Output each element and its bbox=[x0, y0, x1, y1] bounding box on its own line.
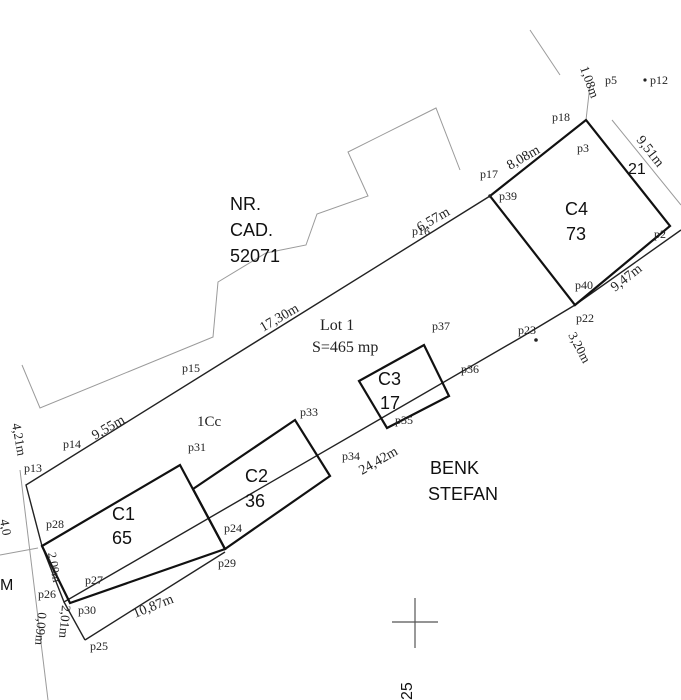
road-axis-line-2 bbox=[611, 119, 681, 206]
building-c4-id: C4 bbox=[565, 199, 588, 219]
lot-category: 1Cc bbox=[197, 414, 222, 430]
building-c4-partial: 21 bbox=[628, 161, 646, 178]
road-axis-line bbox=[529, 29, 561, 76]
marker-p12 bbox=[643, 78, 647, 82]
point-p16: p16 bbox=[412, 224, 430, 238]
building-c1-id: C1 bbox=[112, 504, 135, 524]
point-p37: p37 bbox=[432, 319, 450, 333]
point-p36: p36 bbox=[461, 362, 479, 376]
point-p25: p25 bbox=[90, 639, 108, 653]
point-p27: p27 bbox=[85, 573, 103, 587]
point-p39: p39 bbox=[499, 189, 517, 203]
point-p13: p13 bbox=[24, 461, 42, 475]
point-p14: p14 bbox=[63, 437, 81, 451]
point-p5: p5 bbox=[605, 73, 617, 87]
dim-2-00: 2,00m bbox=[45, 551, 64, 584]
point-p18: p18 bbox=[552, 110, 570, 124]
neighbor-label-line3: 52071 bbox=[230, 246, 280, 266]
dim-9-55: 9,55m bbox=[90, 413, 128, 444]
dim-9-47: 9,47m bbox=[608, 261, 645, 295]
point-p15: p15 bbox=[182, 361, 200, 375]
point-p31: p31 bbox=[188, 440, 206, 454]
m-letter: M bbox=[0, 577, 13, 594]
dim-3-20: 3,20m bbox=[565, 329, 594, 365]
point-p23: p23 bbox=[518, 323, 536, 337]
point-p40: p40 bbox=[575, 278, 593, 292]
lot-name: Lot 1 bbox=[320, 317, 354, 334]
building-c3-area: 17 bbox=[380, 393, 400, 413]
point-p34: p34 bbox=[342, 449, 360, 463]
dim-4-0: 4,0 bbox=[0, 518, 15, 537]
owner-label-line1: BENK bbox=[430, 458, 479, 478]
dim-4-21: 4,21m bbox=[9, 422, 29, 457]
point-p24: p24 bbox=[224, 521, 242, 535]
point-p17: p17 bbox=[480, 167, 498, 181]
dim-2-01: 2,01m bbox=[56, 605, 74, 639]
point-p3: p3 bbox=[577, 141, 589, 155]
dim-1-08: 1,08m bbox=[577, 64, 602, 100]
point-p2: p2 bbox=[654, 227, 666, 241]
neighbor-label-line2: CAD. bbox=[230, 220, 273, 240]
left-short-segment bbox=[63, 601, 86, 641]
left-edge-line-2 bbox=[0, 547, 39, 556]
neighbor-boundary-line bbox=[21, 107, 461, 409]
point-p30: p30 bbox=[78, 603, 96, 617]
building-c4 bbox=[488, 118, 672, 307]
bottom-number: 25 bbox=[399, 682, 416, 700]
building-c4-area: 73 bbox=[566, 224, 586, 244]
owner-label-line2: STEFAN bbox=[428, 484, 498, 504]
point-p35: p35 bbox=[395, 413, 413, 427]
building-c2-area: 36 bbox=[245, 491, 265, 511]
dim-17-30: 17,30m bbox=[258, 301, 302, 335]
dim-24-42: 24,42m bbox=[357, 444, 401, 478]
left-edge-line bbox=[19, 469, 49, 700]
building-c2 bbox=[191, 418, 332, 551]
point-p28: p28 bbox=[46, 517, 64, 531]
building-c2-id: C2 bbox=[245, 466, 268, 486]
building-c3-id: C3 bbox=[378, 369, 401, 389]
building-c3 bbox=[357, 343, 451, 430]
point-p22: p22 bbox=[576, 311, 594, 325]
building-c1-area: 65 bbox=[112, 528, 132, 548]
boundary-p22-p2 bbox=[574, 229, 681, 306]
marker-p17 bbox=[488, 194, 492, 198]
point-p33: p33 bbox=[300, 405, 318, 419]
point-p29: p29 bbox=[218, 556, 236, 570]
point-p12: p12 bbox=[650, 73, 668, 87]
boundary-p18-p5 bbox=[585, 84, 591, 121]
point-p26: p26 bbox=[38, 587, 56, 601]
neighbor-label-line1: NR. bbox=[230, 194, 261, 214]
lot-area: S=465 mp bbox=[312, 339, 378, 356]
dim-0-09: 0,09m bbox=[32, 612, 50, 646]
marker-p23 bbox=[534, 338, 538, 342]
left-short-segment-2 bbox=[84, 551, 226, 641]
